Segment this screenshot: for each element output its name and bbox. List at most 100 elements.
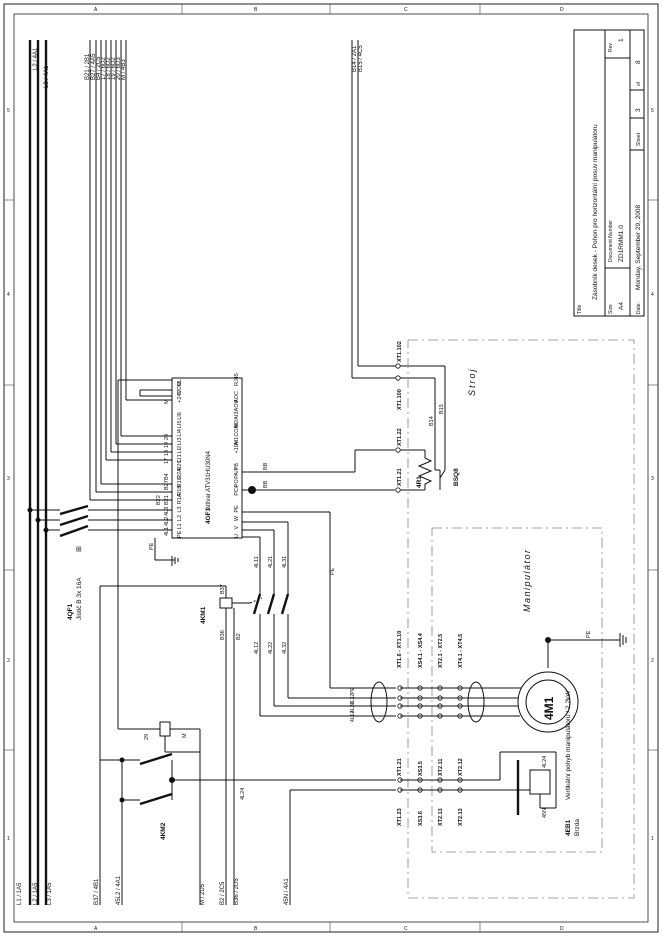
sensor-term-101: XT1.102 [397,341,403,362]
drive-pin-label: PC/- [234,485,240,496]
brake-term-top-3: XT2.12 [458,758,464,776]
motor-wire-4l32: 4L32 [282,642,288,654]
drive-pin-label: PB [234,463,240,471]
drive-wire-b4: B4 [164,473,170,480]
drive-wire-17: 17 [164,458,170,464]
drive-pin-label: R1A [177,493,183,504]
drive-pin-label: LI4 [177,429,183,437]
signal-label-5: 19 / 6D2 [111,57,117,80]
drive-pin-label: R2A [177,468,183,479]
motor-4m1: PE 4M1 Vertikální pohyb manipulátoru / 2… [400,630,627,800]
brake-term-bot-1: XS3.6 [418,811,424,826]
drive-pin-label: R1C [177,476,183,487]
zone-col-a-top: A [94,7,98,13]
motor-terminals: XT1.6 - XT1.10 XS4.1 - XS4.4 XT2.1 - XT2… [350,631,485,723]
drive-pin-label: LI1 [177,454,183,462]
signal-label-0: B21 / 2B1 [85,53,91,80]
zone-col-d-bottom: D [560,926,564,932]
power-bus: L2 / 4A1 L3 / 4A1 L1 / 1A5 L2 / 1A5 L3 /… [17,40,53,905]
region-manipulator-label: Manipulátor [522,548,532,612]
zone-row-2-right: 2 [651,658,654,664]
zone-row-1-left: 1 [7,836,10,842]
drive-pin-label: L2 [177,515,183,521]
drive-pin-label: LI2 [177,446,183,454]
drive-pin-label: AOV [234,399,240,411]
drive-left-pins: CLICOM+24VLI6LI5LI4LI3LI2LI1R2CR2AR1CR1B… [177,377,183,538]
brake-wire-4l24: 4L24 [240,788,246,800]
drive-pin-label: PE [177,530,183,538]
drive-pin-label: AI3 [234,412,240,420]
signal-label-3: 17 / 6D2 [101,57,107,80]
drive-pin-label: AI1 [234,437,240,445]
mw-label-4l32: 4L32 [350,694,356,705]
drive-pin-label: PE [234,505,240,513]
zone-row-4-right: 4 [651,292,654,298]
bottom-label-3: B2 / 2C5 [220,881,226,905]
breaker-4qf1: 4QF1 Jistič B 3x 16A ⊞ [27,504,172,620]
zone-col-a-bottom: A [94,926,98,932]
drive-pin-label: LI5 [177,421,183,429]
size-label: Size [608,304,614,314]
brake-4eb1: 4L24 45N 4EB1 Brzda XT1.21 XS3.5 XT2.11 … [289,751,581,905]
brake-term-bot-0: XT1.23 [397,808,403,826]
brake-desc: Brzda [574,819,581,836]
brake-term-top-1: XS3.5 [418,761,424,776]
drive-wire-m: M [164,399,170,404]
brake-term-top-0: XT1.21 [397,758,403,776]
signal-label-7: M / 4B3 [121,59,127,80]
drive-pin-label: CLI [177,377,183,386]
drive-model: Altivar ATV31HU30N4 [206,450,212,510]
motor-name: 4M1 [542,696,556,720]
mw-label-4l22: 4L22 [350,702,356,713]
bus-label-l3-top: L3 / 4A1 [44,65,50,88]
contactor-4km1: B37 4KM1 B36 B2 [99,584,263,905]
drive-wire-20: 20 [164,434,170,440]
zone-row-5-right: 5 [651,108,654,114]
km2-coil-label: M [182,733,188,738]
breaker-symbol-icon: ⊞ [76,546,83,552]
doc-number-value: ZD1RMM1.0 [618,225,625,262]
zone-row-2-left: 2 [7,658,10,664]
sensor-name: BSQ8 [453,468,460,486]
rev-value: 1 [618,38,625,42]
region-machine-label: Stroj [467,367,477,396]
motor-term-0: XT1.6 - XT1.10 [397,631,403,668]
sheet-number: 3 [635,108,642,112]
drive-wire-b21: B21 [164,495,170,505]
motor-pe-label: PE [586,630,592,638]
km2-name: 4KM2 [160,822,167,840]
zone-col-c-bottom: C [404,926,408,932]
sensor-wire-label-b: B15 / 4C5 [358,45,364,72]
drive-pe-label: PE [149,542,155,550]
drive-outputs: PE 4L11 4L21 4L31 4L12 4L22 4L32 [242,511,396,717]
sheet-label: Sheet [636,132,642,146]
sheet-total: 8 [635,60,642,64]
motor-wire-4l12: 4L12 [254,642,260,654]
date-label: Date: [636,302,642,314]
breaker-desc: Jistič B 3x 16A [76,577,83,620]
resistor-name: 4R1 [416,476,423,488]
motor-wire-4l21: 4L21 [268,556,274,568]
bottom-label-5: 45N / 4A1 [284,878,290,905]
bus-label-l2-top: L2 / 4A1 [33,47,39,70]
motor-wire-4l31: 4L31 [282,556,288,568]
zone-col-b-bottom: B [254,926,258,932]
zone-col-c-top: C [404,7,408,13]
drive-4gf1: Altivar ATV31HU30N4 4GF1 CLICOM+24VLI6LI… [139,373,243,566]
drive-pin-label: R1B [177,485,183,496]
motor-term-3: XT4.1 - XT4.5 [458,634,464,668]
km1-coil-b2: B2 [236,633,242,640]
braking-resistor-circuit: BB BB XT1.22 XT1.21 4R1 [242,428,433,494]
bottom-label-0: B37 / 4B1 [94,878,100,905]
mw-label-pe: PE [350,687,356,694]
drive-wire-18: 18 [164,450,170,456]
drive-pin-label: L3 [177,507,183,513]
contactor-4km2: M 29 4KM2 4L24 [100,379,396,905]
sheet-border-outer [3,3,659,933]
bb-wire-2: BB [263,480,269,488]
resistor-term-a: XT1.22 [397,428,403,446]
bus-label-l2-bottom: L2 / 1A5 [33,882,39,905]
rev-label: Rev [608,43,614,52]
bottom-bus: B37 / 4B1 45L2 / 4A1 M / 2D5 B2 / 2C5 B3… [94,640,290,905]
